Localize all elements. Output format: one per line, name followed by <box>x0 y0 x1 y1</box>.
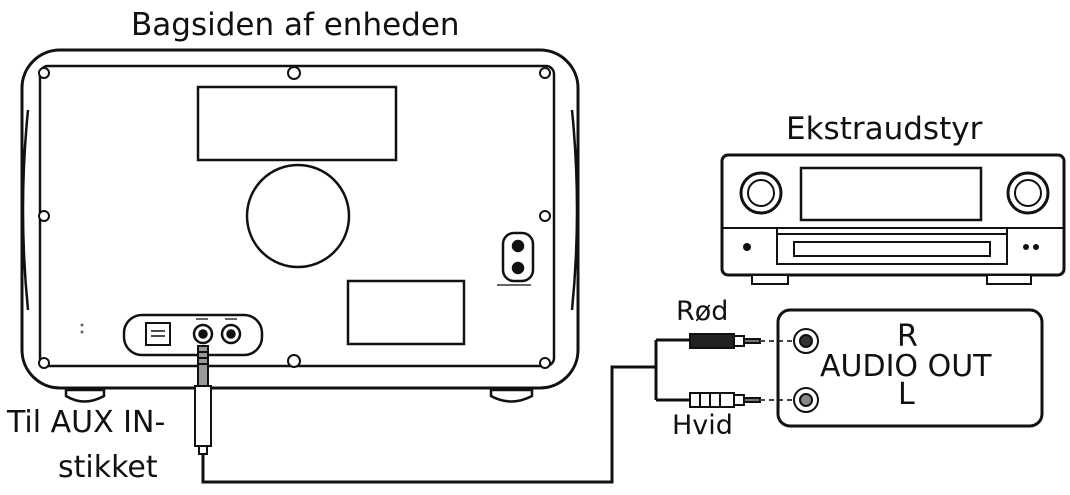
insertion-guides <box>760 340 794 401</box>
connector-panel <box>122 313 264 357</box>
audio-out-jacks <box>793 328 819 413</box>
rca-plug-white <box>689 392 761 408</box>
radio-feet <box>64 388 534 403</box>
speaker-port <box>245 163 351 269</box>
label-plate-top <box>196 85 398 162</box>
headphone-jack <box>220 323 242 345</box>
aux-in-jack <box>192 323 214 345</box>
radio-screws <box>38 66 551 369</box>
external-equipment <box>720 153 1066 285</box>
aux-in-label-line2: stikket <box>58 450 158 485</box>
audio-out-label: AUDIO OUT <box>820 349 992 384</box>
white-label: Hvid <box>672 410 733 441</box>
device-back-title: Bagsiden af enheden <box>131 7 460 43</box>
aux-plug <box>194 345 212 455</box>
audio-out-r-label: R <box>897 319 918 354</box>
radio-panel-details <box>122 85 535 357</box>
ethernet-port <box>145 322 171 346</box>
audio-cable <box>201 338 690 484</box>
dc-socket <box>501 231 535 283</box>
audio-out-panel <box>776 308 1044 428</box>
rca-plug-red <box>689 333 761 349</box>
red-label: Rød <box>676 296 729 327</box>
audio-out-l-label: L <box>898 377 915 412</box>
radio-unit-back <box>20 48 580 390</box>
label-plate-bottom <box>346 279 466 346</box>
external-equipment-label: Ekstraudstyr <box>786 111 983 147</box>
aux-in-label-line1: Til AUX IN- <box>7 405 166 440</box>
